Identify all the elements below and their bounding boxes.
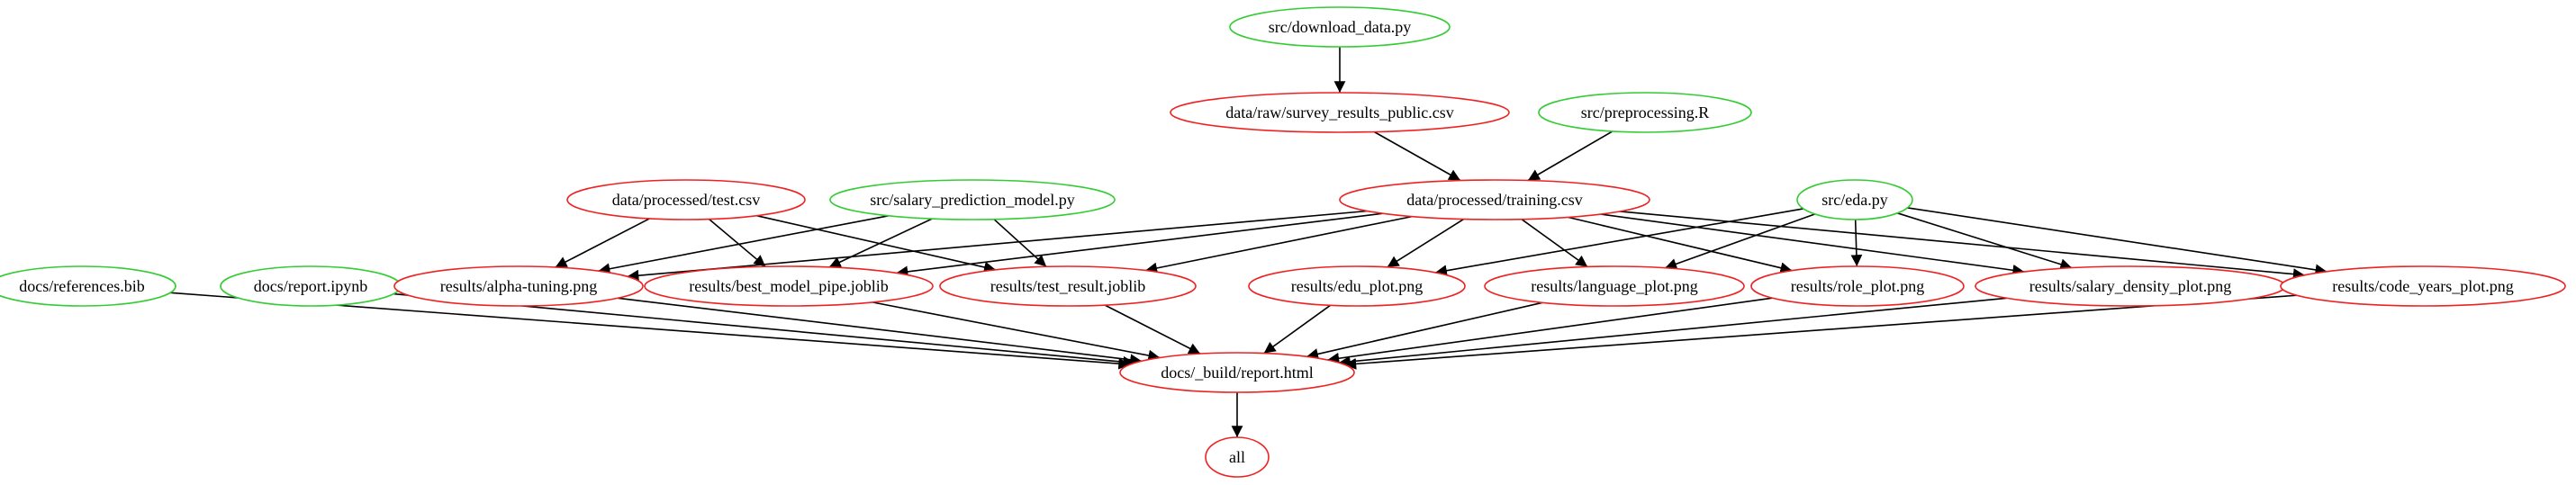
node-refs-label: docs/references.bib [19,277,144,295]
node-model: src/salary_prediction_model.py [829,179,1116,220]
node-eda: src/eda.py [1796,179,1913,220]
edge-alpha-to-report [618,297,1143,366]
edge-training-to-code [1620,211,2305,280]
node-best: results/best_model_pipe.joblib [644,265,934,307]
edge-eda-to-lang [1665,213,1816,270]
node-report-label: docs/_build/report.html [1161,364,1313,382]
edge-training-to-alpha [627,210,1368,282]
edge-test-to-alpha [555,218,650,268]
edge-eda-to-edu [1434,208,1804,277]
nodes-layer: src/download_data.py data/raw/survey_resu… [0,6,2566,478]
node-model-label: src/salary_prediction_model.py [870,191,1074,209]
node-download-label: src/download_data.py [1269,18,1411,36]
edge-model-to-alpha [598,215,889,274]
edge-best-to-report [872,301,1161,362]
edge-training-to-best [896,212,1383,278]
node-role-label: results/role_plot.png [1791,277,1924,295]
node-role: results/role_plot.png [1750,265,1965,307]
node-training-label: data/processed/training.csv [1406,191,1582,209]
node-all-label: all [1229,448,1245,466]
edge-model-to-best [828,218,933,268]
node-alpha-label: results/alpha-tuning.png [440,277,597,295]
node-testres-label: results/test_result.joblib [990,277,1146,295]
node-best-label: results/best_model_pipe.joblib [689,277,888,295]
node-raw: data/raw/survey_results_public.csv [1170,92,1510,133]
node-model-ellipse [829,179,1116,220]
node-code-ellipse [2280,265,2566,307]
node-ipynb: docs/report.ipynb [220,265,402,307]
edge-test-to-testres [756,214,996,274]
node-test: data/processed/test.csv [566,179,806,220]
node-preproc-ellipse [1538,92,1752,133]
node-training: data/processed/training.csv [1339,179,1650,220]
node-edu-label: results/edu_plot.png [1291,277,1424,295]
node-preproc-label: src/preprocessing.R [1581,103,1709,121]
edges-layer [169,47,2327,437]
node-role-ellipse [1750,265,1965,307]
node-eda-ellipse [1796,179,1913,220]
node-lang: results/language_plot.png [1484,265,1745,307]
node-salary: results/salary_density_plot.png [1975,265,2286,307]
edge-training-to-role [1568,216,1793,274]
node-all-ellipse [1205,436,1270,478]
node-report: docs/_build/report.html [1119,352,1355,393]
node-lang-label: results/language_plot.png [1531,277,1697,295]
node-download: src/download_data.py [1229,6,1451,48]
edge-training-to-lang [1521,219,1588,268]
edge-eda-to-code [1907,207,2327,276]
node-download-ellipse [1229,6,1451,48]
edge-edu-to-report [1263,304,1331,355]
edge-salary-to-report [1338,297,2007,368]
node-testres-ellipse [939,265,1197,307]
edge-role-to-report [1327,297,1773,364]
node-refs: docs/references.bib [0,265,176,307]
edge-preproc-to-training [1527,130,1613,182]
edge-raw-to-training [1373,130,1461,182]
node-all: all [1205,436,1270,478]
node-raw-ellipse [1170,92,1510,133]
node-edu-ellipse [1248,265,1466,307]
edge-lang-to-report [1306,301,1543,360]
node-ipynb-label: docs/report.ipynb [254,277,367,295]
edge-training-to-salary [1600,213,2025,276]
node-alpha-ellipse [393,265,644,307]
node-best-ellipse [644,265,934,307]
edge-model-to-testres [993,219,1047,267]
node-testres: results/test_result.joblib [939,265,1197,307]
edge-eda-to-role [1850,219,1863,267]
node-alpha: results/alpha-tuning.png [393,265,644,307]
edge-eda-to-salary [1897,212,2073,270]
node-code-label: results/code_years_plot.png [2332,277,2513,295]
edge-code-to-report [1344,294,2298,370]
node-training-ellipse [1339,179,1650,220]
node-edu: results/edu_plot.png [1248,265,1466,307]
edge-test-to-best [709,218,766,267]
edge-testres-to-report [1104,304,1201,355]
node-test-ellipse [566,179,806,220]
node-raw-label: data/raw/survey_results_public.csv [1225,103,1453,121]
node-salary-label: results/salary_density_plot.png [2029,277,2231,295]
edge-training-to-testres [1145,215,1413,274]
node-lang-ellipse [1484,265,1745,307]
edge-training-to-edu [1387,218,1465,268]
node-test-label: data/processed/test.csv [612,191,760,209]
node-preproc: src/preprocessing.R [1538,92,1752,133]
node-code: results/code_years_plot.png [2280,265,2566,307]
node-eda-label: src/eda.py [1821,191,1887,209]
node-report-ellipse [1119,352,1355,393]
node-refs-ellipse [0,265,176,307]
